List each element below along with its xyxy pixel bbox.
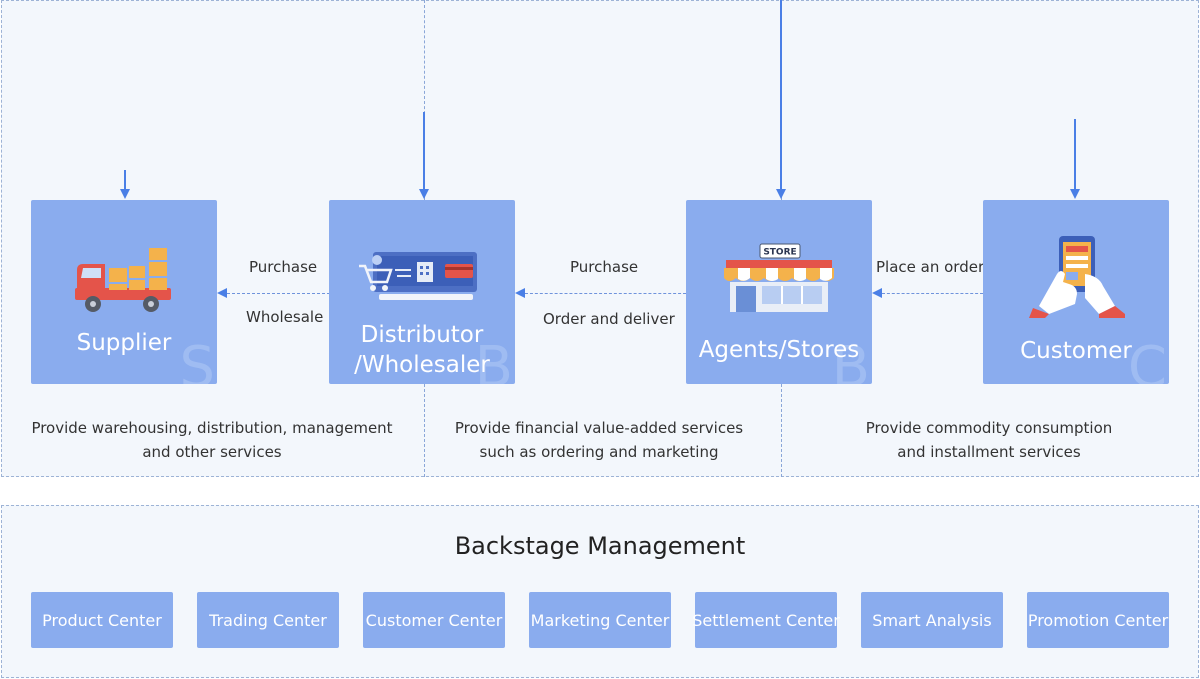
smart-analysis-button[interactable]: Smart Analysis xyxy=(861,592,1003,648)
description-line: such as ordering and marketing xyxy=(479,443,719,461)
flow-label-purchase: Purchase xyxy=(570,258,639,276)
node-letter: B xyxy=(474,335,513,385)
description-line: Provide warehousing, distribution, manag… xyxy=(31,419,393,437)
hand-phone-icon xyxy=(1029,236,1125,318)
description-line: and other services xyxy=(142,443,282,461)
backstage-panel xyxy=(1,505,1199,678)
divider-line xyxy=(424,0,425,200)
distributor-description: Provide financial value-added services s… xyxy=(430,416,768,464)
inflow-arrow-shaft xyxy=(124,170,126,190)
inflow-arrow-shaft xyxy=(780,0,782,190)
delivery-truck-icon xyxy=(75,248,171,312)
inflow-arrow-head xyxy=(419,189,429,199)
marketing-center-button[interactable]: Marketing Center xyxy=(529,592,671,648)
flow-arrow-head xyxy=(217,288,227,298)
stores-description: Provide commodity consumption and instal… xyxy=(830,416,1148,464)
node-customer: C Customer xyxy=(983,200,1169,384)
node-letter: C xyxy=(1127,335,1167,385)
customer-center-button[interactable]: Customer Center xyxy=(363,592,505,648)
node-label: Supplier xyxy=(76,330,172,356)
inflow-arrow-head xyxy=(120,189,130,199)
promotion-center-button[interactable]: Promotion Center xyxy=(1027,592,1169,648)
supplier-description: Provide warehousing, distribution, manag… xyxy=(14,416,410,464)
flow-label-order-deliver: Order and deliver xyxy=(543,310,675,328)
node-supplier: S Supplier xyxy=(31,200,217,384)
flow-connector xyxy=(525,293,686,294)
flow-connector xyxy=(227,293,330,294)
inflow-arrow-shaft xyxy=(1074,119,1076,190)
node-label: Agents/Stores xyxy=(698,337,860,363)
product-center-button[interactable]: Product Center xyxy=(31,592,173,648)
divider-line xyxy=(424,384,425,477)
storefront-icon: STORE xyxy=(724,243,834,312)
flow-connector xyxy=(882,293,983,294)
store-sign-text: STORE xyxy=(763,248,796,258)
backstage-title: Backstage Management xyxy=(454,532,746,560)
inflow-arrow-head xyxy=(776,189,786,199)
inflow-arrow-shaft xyxy=(423,112,425,190)
flow-arrow-head xyxy=(515,288,525,298)
node-distributor: B Distributor /Wholesaler xyxy=(329,200,515,384)
node-letter: B xyxy=(831,335,870,385)
flow-arrow-head xyxy=(872,288,882,298)
inflow-arrow-head xyxy=(1070,189,1080,199)
flow-label-place-order: Place an order xyxy=(876,258,985,276)
node-agents-stores: B STORE Agents/Stores xyxy=(686,200,872,384)
node-label: Customer xyxy=(1020,338,1132,364)
flow-label-purchase: Purchase xyxy=(249,258,318,276)
flow-label-wholesale: Wholesale xyxy=(246,308,324,326)
description-line: and installment services xyxy=(897,443,1081,461)
node-letter: S xyxy=(179,335,215,385)
computer-shopping-cart-icon xyxy=(359,252,477,300)
description-line: Provide commodity consumption xyxy=(865,419,1113,437)
trading-center-button[interactable]: Trading Center xyxy=(197,592,339,648)
node-label: Distributor xyxy=(360,322,484,348)
settlement-center-button[interactable]: Settlement Center xyxy=(692,592,840,648)
node-label: /Wholesaler xyxy=(354,352,490,378)
description-line: Provide financial value-added services xyxy=(454,419,744,437)
divider-line xyxy=(781,384,782,477)
